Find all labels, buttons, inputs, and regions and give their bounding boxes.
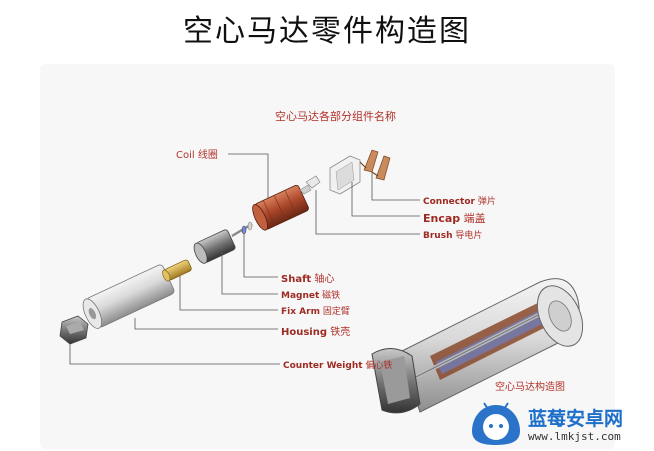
connector-part (359, 149, 391, 181)
label-connector-en: Connector (423, 197, 475, 207)
label-counter-weight: Counter Weight 偏心铁 (283, 358, 392, 371)
housing-part (82, 264, 175, 329)
label-magnet-en: Magnet (281, 291, 320, 301)
counter-weight-part (59, 315, 89, 345)
label-brush-cn: 导电片 (455, 231, 483, 241)
label-housing-en: Housing (281, 327, 328, 338)
magnet-part (193, 229, 236, 264)
diagram-subtitle: 空心马达各部分组件名称 (275, 110, 396, 123)
label-encap: Encap 端盖 (423, 210, 486, 226)
label-fix-arm: Fix Arm 固定臂 (281, 304, 350, 317)
encap-part (329, 155, 361, 195)
label-brush-en: Brush (423, 231, 453, 241)
coil-part (252, 184, 309, 231)
label-coil-cn: 线圈 (197, 150, 218, 161)
watermark-url: www.lmkjst.com (528, 430, 621, 443)
label-connector: Connector 弹片 (423, 194, 496, 207)
label-shaft: Shaft 轴心 (281, 270, 334, 285)
label-coil-en: Coil (176, 150, 195, 161)
label-counter-weight-cn: 偏心铁 (365, 361, 393, 371)
label-connector-cn: 弹片 (477, 197, 496, 207)
diagram-panel (40, 64, 615, 449)
label-housing: Housing 铁壳 (281, 323, 350, 338)
brush-part (299, 175, 321, 195)
label-encap-en: Encap (423, 212, 461, 225)
label-coil: Coil 线圈 (176, 146, 218, 161)
label-fix-arm-cn: 固定臂 (322, 307, 350, 317)
shaft-part (231, 221, 253, 237)
page-title: 空心马达零件构造图 (183, 14, 471, 49)
label-shaft-cn: 轴心 (314, 274, 335, 285)
watermark-logo-icon (472, 402, 520, 445)
label-encap-cn: 端盖 (463, 212, 486, 225)
label-magnet: Magnet 磁铁 (281, 288, 340, 301)
label-magnet-cn: 磁铁 (322, 291, 341, 301)
cutaway-caption: 空心马达构造图 (495, 382, 565, 393)
label-housing-cn: 铁壳 (330, 327, 351, 338)
label-fix-arm-en: Fix Arm (281, 307, 320, 317)
watermark: 蓝莓安卓网 www.lmkjst.com (470, 400, 650, 448)
fix-arm-part (162, 259, 192, 282)
label-counter-weight-en: Counter Weight (283, 361, 363, 371)
cutaway-motor (371, 278, 584, 414)
label-brush: Brush 导电片 (423, 228, 482, 241)
watermark-title: 蓝莓安卓网 (528, 408, 624, 430)
leader-lines (69, 153, 420, 365)
label-shaft-en: Shaft (281, 274, 312, 285)
